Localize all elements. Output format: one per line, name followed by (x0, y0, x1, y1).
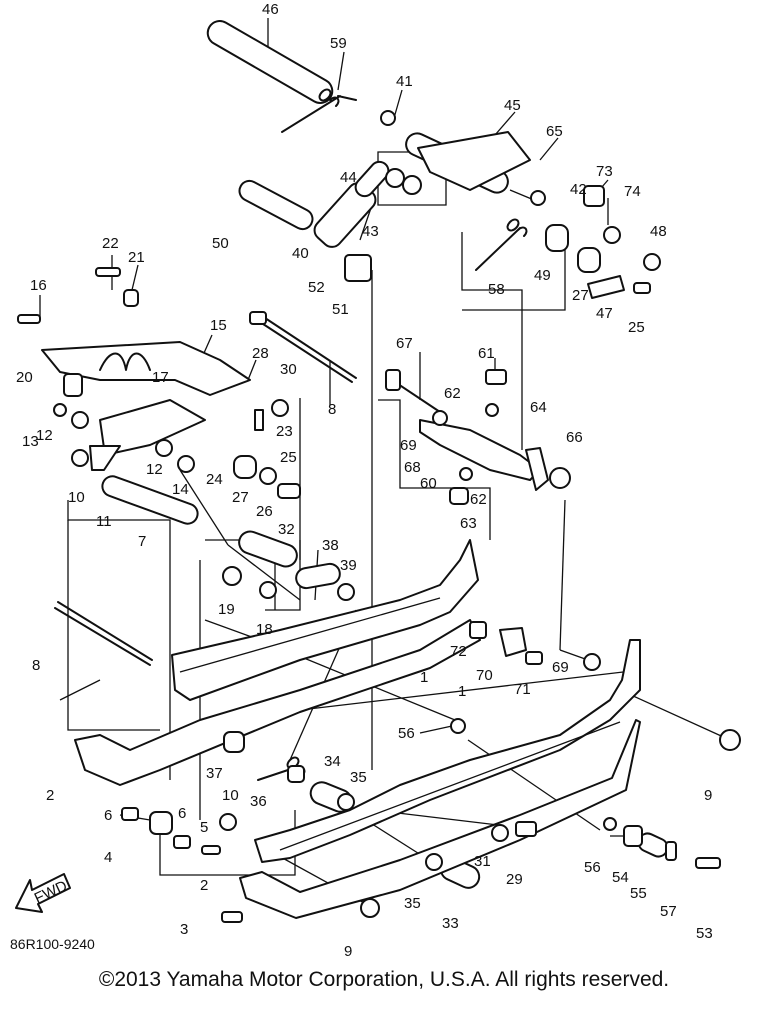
callout-23: 23 (276, 423, 293, 440)
callout-29: 29 (506, 871, 523, 888)
callout-62a: 62 (444, 385, 461, 402)
hardware (17, 110, 741, 923)
callout-69b: 69 (552, 659, 569, 676)
callout-1b: 1 (458, 683, 466, 700)
callout-21: 21 (128, 249, 145, 266)
callout-1a: 1 (420, 669, 428, 686)
callout-32: 32 (278, 521, 295, 538)
callout-13: 13 (22, 433, 39, 450)
shock-absorber (313, 160, 390, 282)
callout-5: 5 (200, 819, 208, 836)
callout-9b: 9 (704, 787, 712, 804)
callout-52: 52 (308, 279, 325, 296)
callout-34: 34 (324, 753, 341, 770)
callout-10b: 10 (222, 787, 239, 804)
callout-42: 42 (570, 181, 587, 198)
callout-65: 65 (546, 123, 563, 140)
callout-73: 73 (596, 163, 613, 180)
callout-25b: 25 (628, 319, 645, 336)
callout-43: 43 (362, 223, 379, 240)
callout-33: 33 (442, 915, 459, 932)
callout-37: 37 (206, 765, 223, 782)
callout-14: 14 (172, 481, 189, 498)
callout-51: 51 (332, 301, 349, 318)
callout-68: 68 (404, 459, 421, 476)
upper-arm (41, 131, 531, 471)
callout-10a: 10 (68, 489, 85, 506)
callout-55: 55 (630, 885, 647, 902)
callout-71: 71 (514, 681, 531, 698)
callout-66: 66 (566, 429, 583, 446)
callout-24: 24 (206, 471, 223, 488)
parts-diagram: FWD 1 1 2 2 3 4 5 6 6 7 8 8 9 9 10 10 11… (15, 1, 741, 960)
callout-36: 36 (250, 793, 267, 810)
callout-8b: 8 (32, 657, 40, 674)
callout-8a: 8 (328, 401, 336, 418)
callout-40: 40 (292, 245, 309, 262)
fwd-arrow-icon: FWD (15, 873, 71, 913)
diagram-code: 86R100-9240 (10, 936, 95, 952)
callout-56b: 56 (584, 859, 601, 876)
callout-18: 18 (256, 621, 273, 638)
callout-2a: 2 (46, 787, 54, 804)
callout-48: 48 (650, 223, 667, 240)
callout-59: 59 (330, 35, 347, 52)
callout-35a: 35 (350, 769, 367, 786)
callout-57: 57 (660, 903, 677, 920)
copyright-notice: ©2013 Yamaha Motor Corporation, U.S.A. A… (98, 968, 670, 991)
callout-46: 46 (262, 1, 279, 18)
callout-3: 3 (180, 921, 188, 938)
callout-17: 17 (152, 369, 169, 386)
callout-12a: 12 (36, 427, 53, 444)
callout-7: 7 (138, 533, 146, 550)
brackets (419, 275, 625, 657)
callout-44: 44 (340, 169, 357, 186)
callout-4: 4 (104, 849, 112, 866)
group-outlines (67, 151, 566, 876)
callout-16: 16 (30, 277, 47, 294)
callout-64: 64 (530, 399, 547, 416)
callout-47: 47 (596, 305, 613, 322)
callout-26: 26 (256, 503, 273, 520)
callout-31: 31 (474, 853, 491, 870)
callout-61: 61 (478, 345, 495, 362)
callout-6a: 6 (104, 807, 112, 824)
callout-49: 49 (534, 267, 551, 284)
callout-54: 54 (612, 869, 629, 886)
callout-58: 58 (488, 281, 505, 298)
callout-2b: 2 (200, 877, 208, 894)
callout-62b: 62 (470, 491, 487, 508)
callout-53: 53 (696, 925, 713, 942)
callout-38: 38 (322, 537, 339, 554)
callout-45: 45 (504, 97, 521, 114)
callout-12b: 12 (146, 461, 163, 478)
callout-30: 30 (280, 361, 297, 378)
callout-39: 39 (340, 557, 357, 574)
callout-56a: 56 (398, 725, 415, 742)
callout-63: 63 (460, 515, 477, 532)
slide-rails (74, 539, 641, 919)
callout-25a: 25 (280, 449, 297, 466)
callout-19: 19 (218, 601, 235, 618)
callout-28: 28 (252, 345, 269, 362)
callout-6b: 6 (178, 805, 186, 822)
callout-50: 50 (212, 235, 229, 252)
callout-67: 67 (396, 335, 413, 352)
callout-72: 72 (450, 643, 467, 660)
callout-9a: 9 (344, 943, 352, 960)
callout-70: 70 (476, 667, 493, 684)
callout-27b: 27 (572, 287, 589, 304)
callout-11: 11 (96, 513, 112, 530)
callout-22: 22 (102, 235, 119, 252)
callout-60: 60 (420, 475, 437, 492)
callout-41: 41 (396, 73, 413, 90)
callout-27a: 27 (232, 489, 249, 506)
callout-15: 15 (210, 317, 227, 334)
callout-35b: 35 (404, 895, 421, 912)
callout-74: 74 (624, 183, 641, 200)
callout-20: 20 (16, 369, 33, 386)
callout-69a: 69 (400, 437, 417, 454)
callout-labels: 1 1 2 2 3 4 5 6 6 7 8 8 9 9 10 10 11 12 … (16, 1, 713, 960)
